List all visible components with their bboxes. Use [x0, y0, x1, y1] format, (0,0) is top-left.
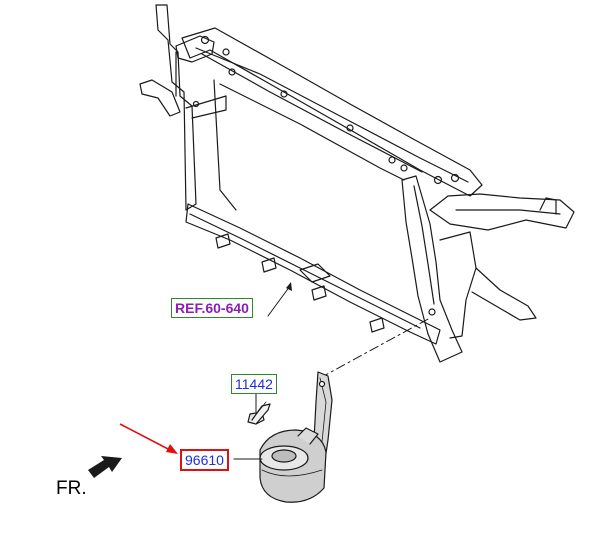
reference-callout[interactable]: REF.60-640: [171, 298, 253, 318]
assembly-dashed-line: [319, 317, 431, 379]
reference-leader-line: [267, 285, 291, 317]
horn-part-number[interactable]: 96610: [180, 449, 229, 471]
front-direction-label: FR.: [56, 478, 87, 499]
horn-part: [259, 427, 327, 503]
bolt-part: [247, 401, 271, 425]
radiator-support-frame: [139, 4, 575, 363]
bolt-part-number[interactable]: 11442: [231, 374, 277, 394]
highlight-arrow: [119, 423, 178, 454]
front-direction-arrow-icon: [88, 456, 122, 478]
